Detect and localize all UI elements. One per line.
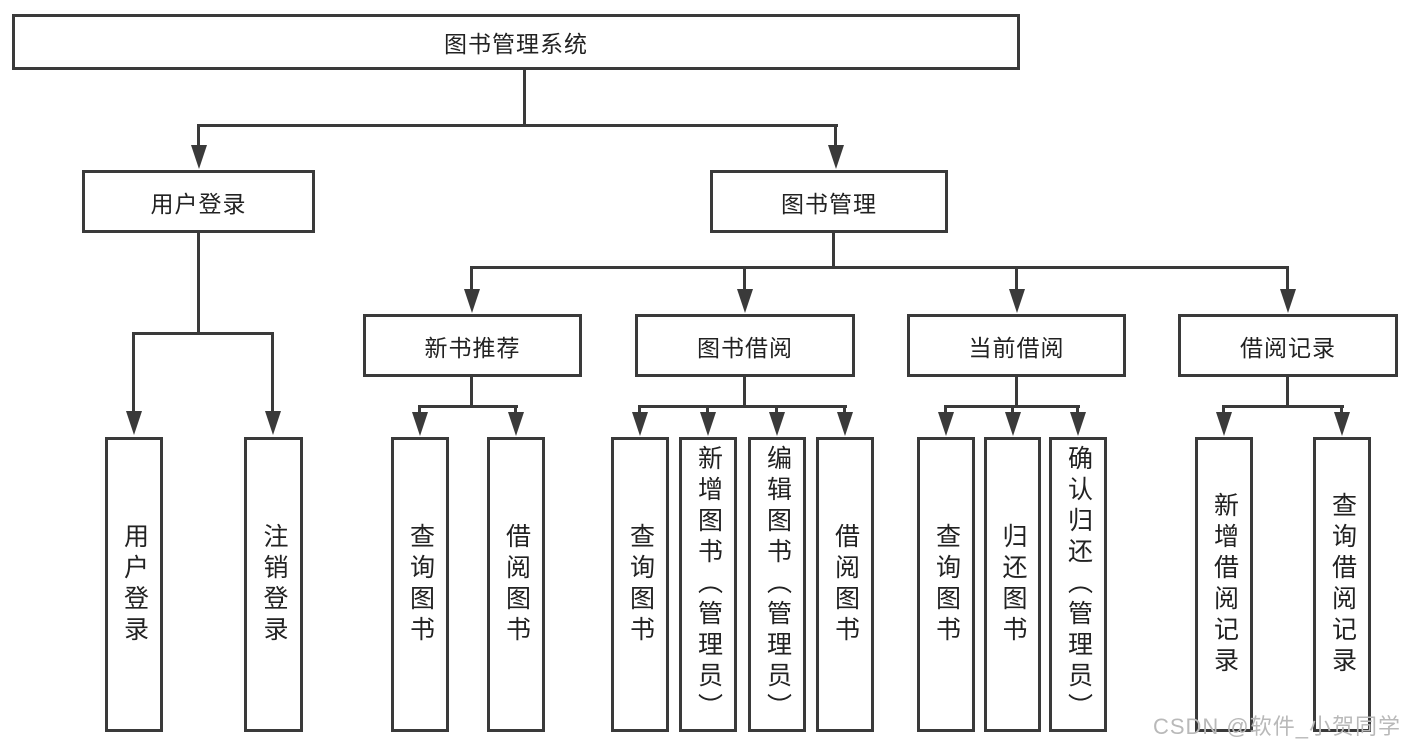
leaf-query-books-recommend: 查询图书 (391, 437, 449, 732)
connector-line (418, 405, 518, 408)
connector-line (1286, 377, 1289, 407)
arrow-down-icon (1216, 412, 1232, 436)
connector-line (470, 268, 473, 292)
arrow-down-icon (1070, 412, 1086, 436)
leaf-edit-books-admin: 编辑图书（管理员） (748, 437, 806, 732)
arrow-down-icon (769, 412, 785, 436)
node-user-login: 用户登录 (82, 170, 315, 233)
node-root-library-system: 图书管理系统 (12, 14, 1020, 70)
arrow-down-icon (508, 412, 524, 436)
arrow-down-icon (464, 289, 480, 313)
connector-line (743, 377, 746, 407)
connector-line (1011, 407, 1014, 415)
leaf-return-books: 归还图书 (984, 437, 1041, 732)
arrow-down-icon (737, 289, 753, 313)
arrow-down-icon (265, 411, 281, 435)
arrow-down-icon (1009, 289, 1025, 313)
connector-line (470, 377, 473, 407)
leaf-borrow-books: 借阅图书 (816, 437, 874, 732)
connector-line (197, 126, 200, 148)
connector-line (706, 407, 709, 415)
arrow-down-icon (632, 412, 648, 436)
arrow-down-icon (828, 145, 844, 169)
arrow-down-icon (700, 412, 716, 436)
connector-line (132, 334, 135, 412)
connector-line (1222, 405, 1344, 408)
leaf-query-books-borrowing: 查询图书 (611, 437, 669, 732)
arrow-down-icon (1334, 412, 1350, 436)
connector-line (1286, 268, 1289, 292)
connector-line (775, 407, 778, 415)
connector-line (271, 334, 274, 412)
connector-line (1076, 407, 1079, 415)
arrow-down-icon (1280, 289, 1296, 313)
leaf-borrow-books-recommend: 借阅图书 (487, 437, 545, 732)
connector-line (944, 405, 1080, 408)
leaf-add-borrow-record: 新增借阅记录 (1195, 437, 1253, 732)
connector-line (523, 70, 526, 126)
node-book-borrowing: 图书借阅 (635, 314, 855, 377)
connector-line (132, 332, 274, 335)
connector-line (843, 407, 846, 415)
connector-line (197, 233, 200, 334)
connector-line (1222, 407, 1225, 415)
leaf-confirm-return-admin: 确认归还（管理员） (1049, 437, 1107, 732)
leaf-user-login: 用户登录 (105, 437, 163, 732)
connector-line (638, 407, 641, 415)
arrow-down-icon (126, 411, 142, 435)
arrow-down-icon (191, 145, 207, 169)
connector-line (197, 124, 838, 127)
node-new-book-recommend: 新书推荐 (363, 314, 582, 377)
connector-line (418, 407, 421, 415)
node-book-management: 图书管理 (710, 170, 948, 233)
connector-line (834, 126, 837, 148)
arrow-down-icon (938, 412, 954, 436)
leaf-query-books-current: 查询图书 (917, 437, 975, 732)
connector-line (1340, 407, 1343, 415)
connector-line (743, 268, 746, 292)
arrow-down-icon (837, 412, 853, 436)
connector-line (638, 405, 847, 408)
connector-line (832, 233, 835, 268)
arrow-down-icon (1005, 412, 1021, 436)
connector-line (514, 407, 517, 415)
leaf-query-borrow-record: 查询借阅记录 (1313, 437, 1371, 732)
connector-line (944, 407, 947, 415)
connector-line (1015, 268, 1018, 292)
leaf-logout: 注销登录 (244, 437, 303, 732)
node-borrowing-records: 借阅记录 (1178, 314, 1398, 377)
arrow-down-icon (412, 412, 428, 436)
csdn-watermark: CSDN @软件_小贺同学 (1152, 714, 1401, 739)
node-current-borrowing: 当前借阅 (907, 314, 1126, 377)
connector-line (470, 266, 1289, 269)
connector-line (1015, 377, 1018, 407)
leaf-add-books-admin: 新增图书（管理员） (679, 437, 737, 732)
